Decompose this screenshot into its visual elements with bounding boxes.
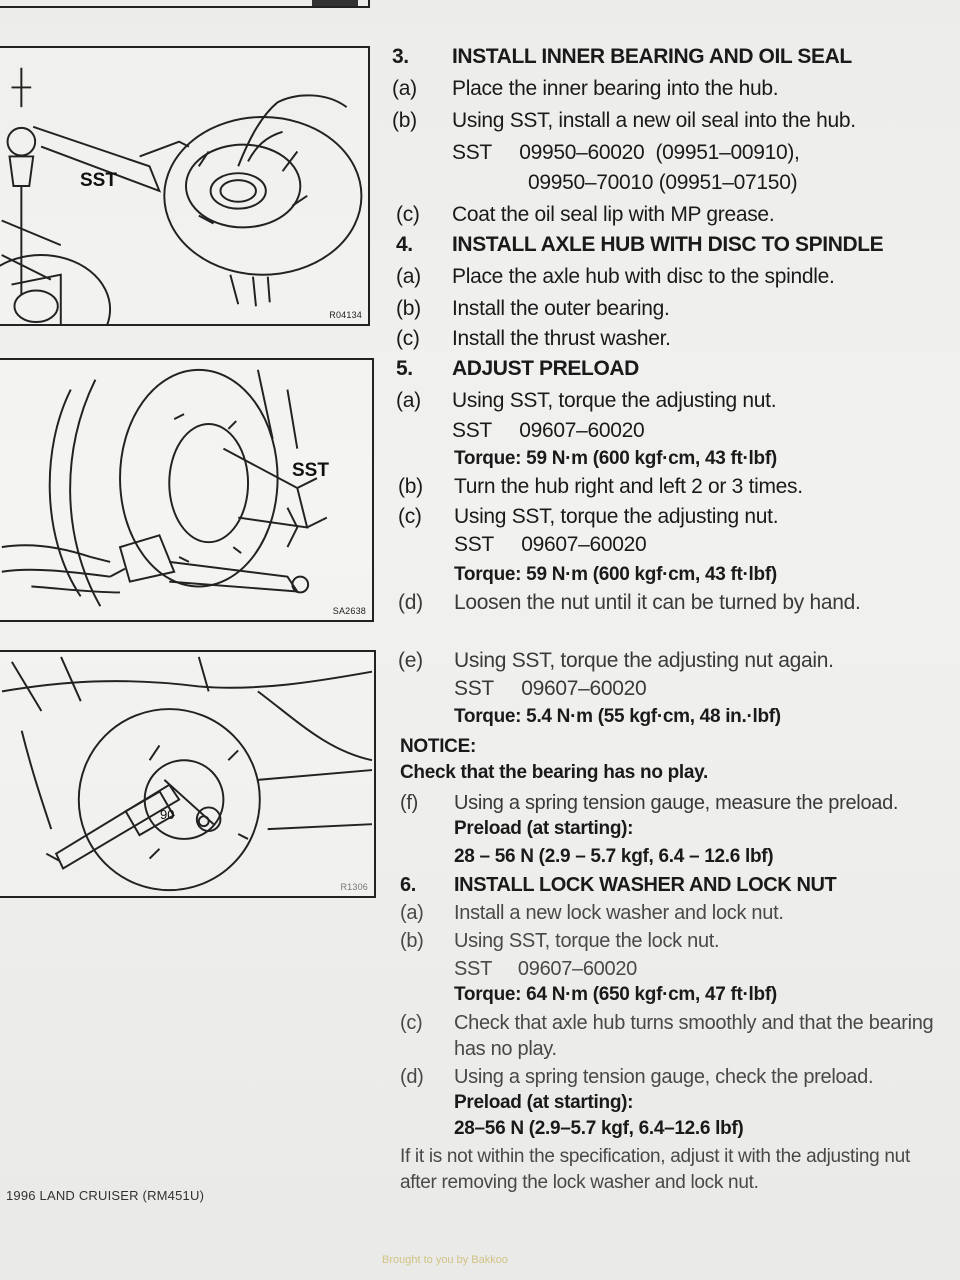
previous-figure-frame bbox=[0, 0, 370, 8]
spring-gauge-illustration bbox=[1, 656, 373, 892]
figure-preload-measure: 90 R1306 bbox=[0, 650, 376, 898]
figure-oil-seal-install: SST R04134 bbox=[0, 46, 370, 326]
preload-illustration bbox=[1, 368, 328, 607]
oil-seal-illustration bbox=[0, 67, 363, 324]
figure2-code: SA2638 bbox=[332, 606, 366, 616]
figure1-code: R04134 bbox=[329, 310, 362, 320]
figure2-sst-label: SST bbox=[292, 460, 329, 481]
previous-figure-tag bbox=[312, 0, 358, 6]
watermark: Brought to you by Bakkoo bbox=[382, 1254, 508, 1266]
figure-adjust-preload: SST SA2638 bbox=[0, 358, 374, 622]
figure3-code: R1306 bbox=[340, 882, 368, 892]
page-footer: 1996 LAND CRUISER (RM451U) bbox=[6, 1188, 205, 1203]
gauge-dial-reading: 90 bbox=[160, 807, 175, 822]
figure1-sst-label: SST bbox=[80, 170, 117, 191]
